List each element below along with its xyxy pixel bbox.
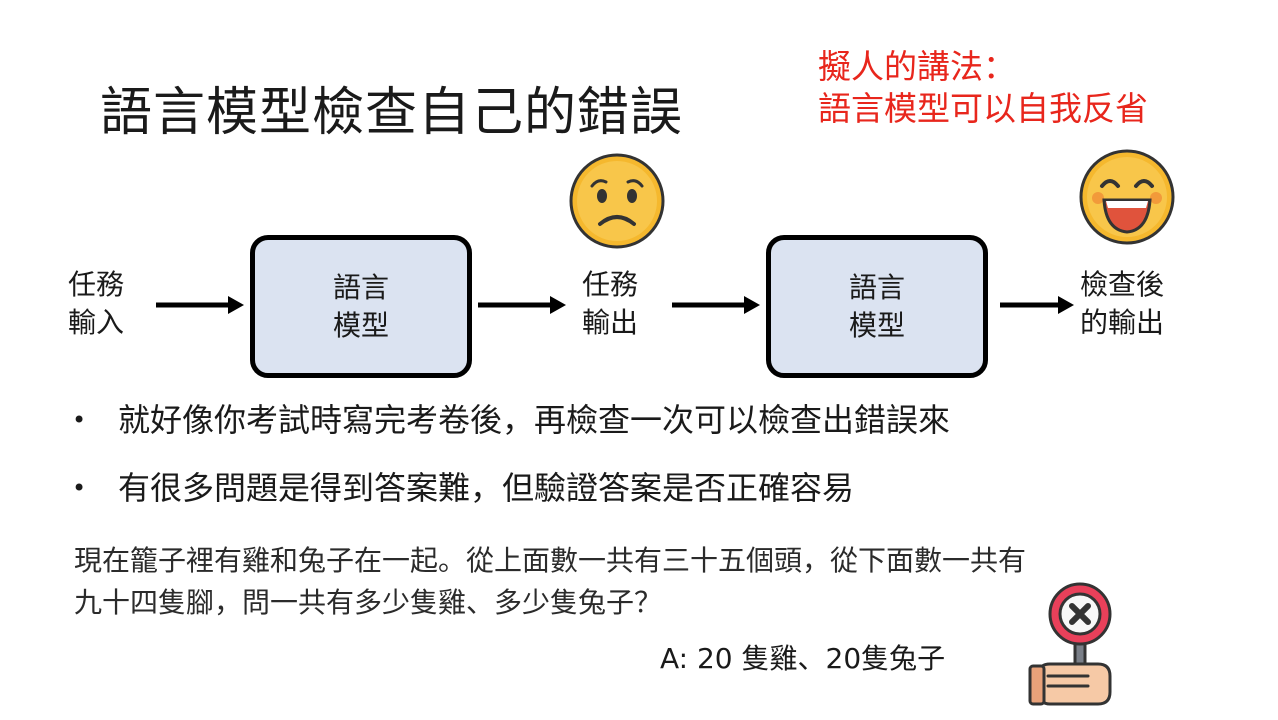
bullet-dot-icon: • bbox=[72, 406, 87, 434]
task-input-label: 任務 輸入 bbox=[68, 268, 125, 339]
arrow-right-icon bbox=[478, 296, 566, 314]
arrow-right-icon bbox=[156, 296, 244, 314]
laughing-face-icon bbox=[1079, 149, 1175, 245]
bullet-item: • 有很多問題是得到答案難，但驗證答案是否正確容易 bbox=[68, 466, 950, 510]
language-model-box-1: 語言 模型 bbox=[250, 235, 472, 378]
answer-text: A: 20 隻雞、20隻兔子 bbox=[660, 642, 946, 675]
question-text: 現在籠子裡有雞和兔子在一起。從上面數一共有三十五個頭，從下面數一共有 九十四隻腳… bbox=[74, 544, 1027, 619]
slide-title: 語言模型檢查自己的錯誤 bbox=[100, 83, 684, 143]
sad-face-icon bbox=[569, 153, 665, 249]
task-output-label: 任務 輸出 bbox=[582, 268, 639, 339]
bullet-list: • 就好像你考試時寫完考卷後，再檢查一次可以檢查出錯誤來 • 有很多問題是得到答… bbox=[68, 398, 950, 534]
language-model-box-2: 語言 模型 bbox=[766, 235, 988, 378]
side-note: 擬人的講法： 語言模型可以自我反省 bbox=[818, 46, 1148, 130]
side-note-line-2: 語言模型可以自我反省 bbox=[818, 89, 1148, 128]
checked-output-label: 檢查後 的輸出 bbox=[1080, 268, 1165, 339]
arrow-right-icon bbox=[1000, 296, 1074, 314]
x-sign-icon bbox=[1028, 582, 1112, 706]
side-note-line-1: 擬人的講法： bbox=[818, 47, 1016, 86]
bullet-dot-icon: • bbox=[72, 474, 87, 502]
bullet-item: • 就好像你考試時寫完考卷後，再檢查一次可以檢查出錯誤來 bbox=[68, 398, 950, 442]
arrow-right-icon bbox=[672, 296, 760, 314]
